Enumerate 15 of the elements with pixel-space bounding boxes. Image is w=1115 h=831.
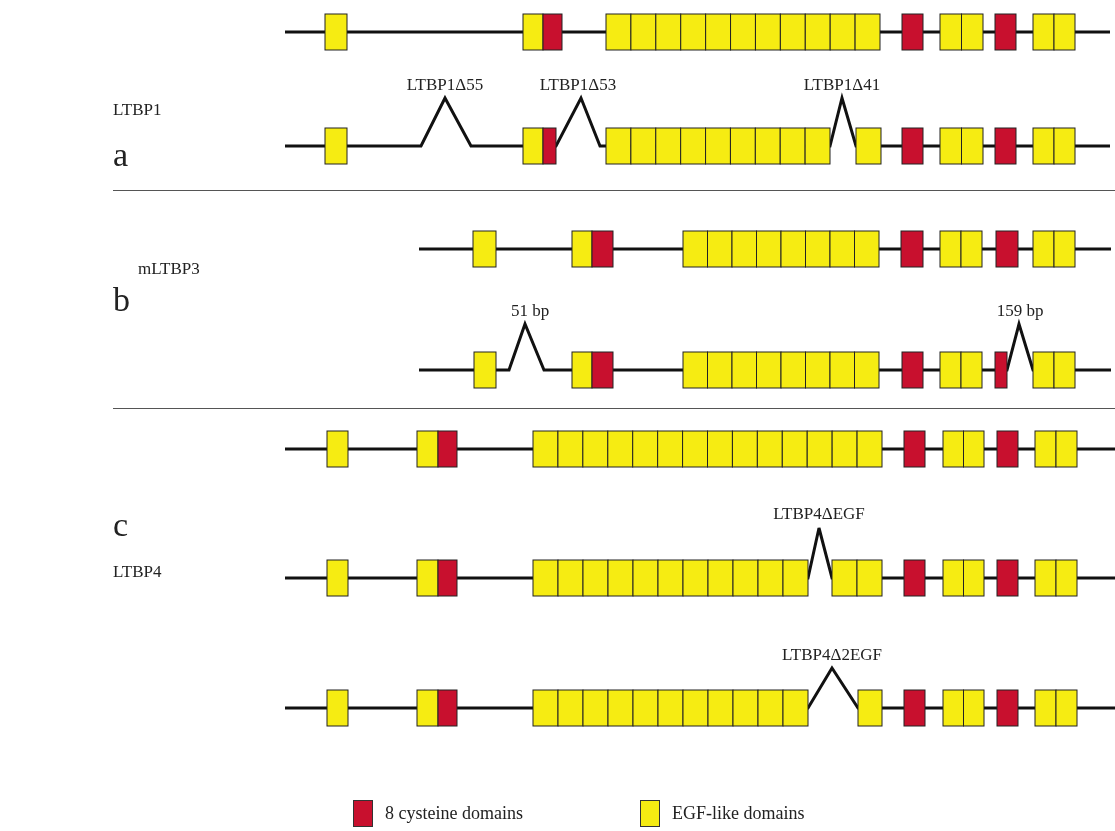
protein-name: mLTBP3 — [138, 259, 200, 280]
deletion-label: 51 bp — [510, 301, 550, 322]
deletion-label: LTBP1Δ41 — [803, 75, 881, 96]
legend-label: EGF-like domains — [672, 803, 805, 824]
deletion-label: LTBP1Δ53 — [539, 75, 617, 96]
panel-letter: a — [113, 135, 129, 175]
protein-name: LTBP1 — [113, 100, 162, 121]
deletion-label: LTBP4ΔEGF — [773, 504, 865, 525]
panel-letter: b — [113, 280, 130, 320]
protein-name: LTBP4 — [113, 562, 162, 583]
deletion-label: 159 bp — [996, 301, 1044, 322]
deletion-label: LTBP1Δ55 — [406, 75, 484, 96]
panel-letter: c — [113, 505, 129, 545]
legend-label: 8 cysteine domains — [385, 803, 523, 824]
deletion-label: LTBP4Δ2EGF — [781, 645, 883, 666]
